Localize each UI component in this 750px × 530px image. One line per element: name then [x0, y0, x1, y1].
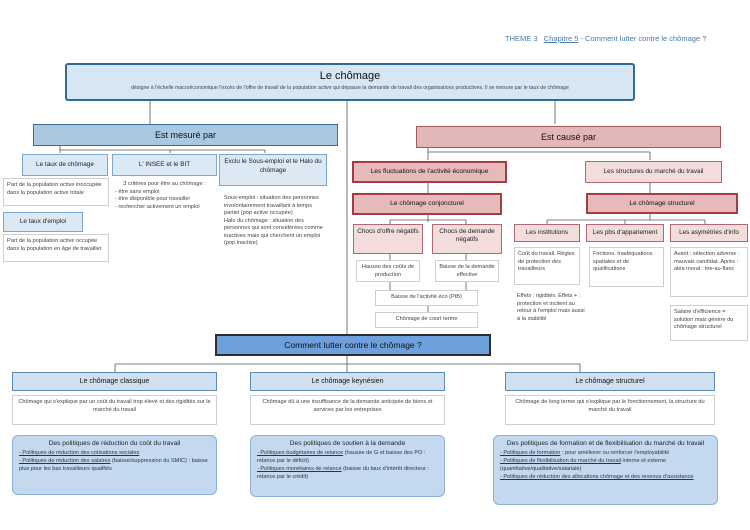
measured-by-bar: Est mesuré par: [33, 124, 338, 146]
insee-criteria: 3 critères pour être au chômage : - être…: [112, 178, 217, 250]
chapter-link[interactable]: Chapitre 5: [543, 34, 579, 43]
main-subtitle: désigne à l'échelle macroéconomique l'ex…: [131, 85, 569, 91]
policy-link[interactable]: - Politiques budgétaires de relance: [257, 450, 344, 457]
insee-criteria-intro: 3 critères pour être au chômage :: [123, 181, 206, 187]
comment-lutter-box: Comment lutter contre le chômage ?: [215, 334, 491, 356]
chomage-structurel-desc: Chômage de long terme qui s'explique par…: [505, 395, 715, 425]
policy-link[interactable]: - Politiques de réduction des allocation…: [500, 473, 694, 480]
chomage-keynesien-label: Le chômage keynésien: [250, 372, 445, 391]
fluctuations-label: Les fluctuations de l'activité économiqu…: [352, 161, 507, 183]
chomage-structurel-bottom-label: Le chômage structurel: [505, 372, 715, 391]
chomage-classique-desc: Chômage qui s'explique par un coût du tr…: [12, 395, 217, 425]
policy-detail: : pour améliorer ou renforcer l'employab…: [560, 450, 670, 457]
policy-link[interactable]: - Politiques de flexibilisation du march…: [500, 458, 621, 465]
institutions-desc: Coût du travail. Règles de protection de…: [514, 247, 580, 285]
insee-criterion: - être sans emploi: [115, 188, 160, 195]
asymetries-desc: Avant : sélection adverse : mauvais cand…: [670, 247, 748, 297]
classique-policies: Des politiques de réduction du coût du t…: [12, 435, 217, 495]
chomage-conjoncturel-label: Le chômage conjoncturel: [352, 193, 502, 215]
taux-chomage-label: Le taux de chômage: [22, 154, 108, 176]
keynes-policies-title: Des politiques de soutien à la demande: [289, 440, 406, 447]
page-header: THEME 3 Chapitre 5 - Comment lutter cont…: [505, 34, 735, 43]
insee-criterion: - être disponible pour travailler: [115, 196, 191, 203]
appariement-label: Les pbs d'appariement: [586, 224, 664, 242]
asymetries-label: Les asymétries d'info: [670, 224, 748, 242]
policy-link[interactable]: - Politiques de formation: [500, 450, 561, 457]
taux-emploi-label: Le taux d'emploi: [3, 212, 83, 232]
policy-detail: interne et externe (quantitative/qualita…: [500, 458, 667, 472]
policy-detail: (hausse de G et baisse des PO : relance …: [257, 450, 426, 465]
institutions-effets: Effets : rigidités. Effets + : protectio…: [514, 290, 589, 336]
chomage-court-terme: Chômage de court terme: [375, 312, 478, 328]
structurel-policies: Des politiques de formation et de flexib…: [493, 435, 718, 505]
appariement-desc: Frictions. Inadéquations spatiales et de…: [589, 247, 664, 287]
taux-emploi-desc: Part de la population active occupée dan…: [3, 234, 109, 262]
chocs-demande-label: Chocs de demande négatifs: [432, 224, 502, 254]
policy-link[interactable]: - Politiques monétaires de relance: [257, 465, 342, 472]
structures-label: Les structures du marché du travail: [585, 161, 722, 183]
structurel-policies-title: Des politiques de formation et de flexib…: [506, 440, 705, 447]
policy-detail: (baisse/suppression du SMIC) : baisse pl…: [19, 458, 208, 472]
policy-link[interactable]: - Politiques de réduction des salaires: [19, 458, 111, 465]
chomage-keynesien-desc: Chômage dû à une insuffisance de la dema…: [250, 395, 445, 425]
halo-chomage-def: Halo du chômage : situation des personne…: [224, 217, 323, 247]
keynes-policies: Des politiques de soutien à la demande -…: [250, 435, 445, 497]
sous-emploi-desc: Sous-emploi : situation des personnes in…: [221, 192, 327, 272]
taux-chomage-desc: Part de la population active inoccupée d…: [3, 178, 109, 206]
classique-policies-title: Des politiques de réduction du coût du t…: [48, 440, 181, 447]
main-title: Le chômage: [319, 70, 381, 82]
main-title-box: Le chômage désigne à l'échelle macroécon…: [65, 63, 635, 101]
salaire-efficience: Salaire d'efficience = solution mais gén…: [670, 305, 748, 341]
chocs-offre-label: Chocs d'offre négatifs: [353, 224, 423, 254]
policy-link[interactable]: - Politiques de réduction des cotisation…: [19, 450, 140, 457]
policy-detail: (baisse du taux d'intérêt directeur : re…: [257, 465, 429, 480]
chocs-demande-desc: Baisse de la demande effective: [435, 260, 499, 282]
sous-emploi-def: Sous-emploi : situation des personnes in…: [224, 195, 319, 217]
chomage-classique-label: Le chômage classique: [12, 372, 217, 391]
baisse-activite: Baisse de l'activité éco (PIB): [375, 290, 478, 306]
chocs-offre-desc: Hausse des coûts de production: [356, 260, 420, 282]
chomage-structurel-label: Le chômage structurel: [586, 193, 738, 214]
insee-criterion: - rechercher activement un emploi: [115, 203, 200, 210]
sous-emploi-label: Exclu le Sous-emploi et le Halo du chôma…: [219, 154, 327, 186]
caused-by-bar: Est causé par: [416, 126, 721, 148]
theme-label: THEME 3: [505, 34, 538, 43]
institutions-label: Les institutions: [514, 224, 580, 242]
header-title: - Comment lutter contre le chômage ?: [578, 34, 707, 43]
insee-bit-label: L' INSEE et le BIT: [112, 154, 217, 176]
